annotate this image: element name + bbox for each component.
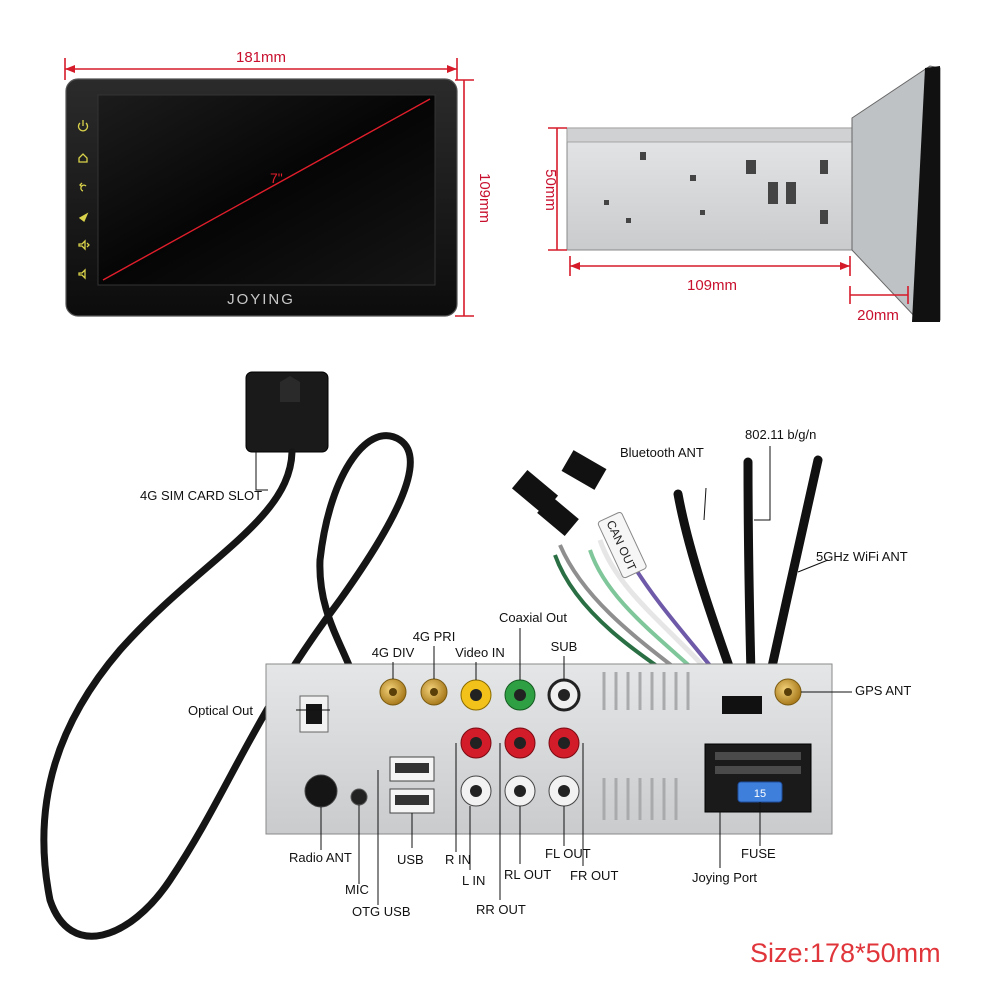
front-view: 181mm 109mm 7" JOYING	[64, 49, 493, 317]
rear-view: CAN OUT	[40, 371, 911, 940]
sim-cable	[40, 432, 414, 940]
side-buttons	[77, 120, 90, 280]
rear-vents	[602, 672, 690, 820]
sim-card-module	[245, 371, 329, 453]
label-fr-out: FR OUT	[570, 868, 618, 883]
front-width-label: 181mm	[236, 49, 286, 66]
rca-fl-out[interactable]	[548, 775, 580, 807]
front-height-label: 109mm	[476, 173, 493, 223]
rca-sub[interactable]	[547, 678, 581, 712]
chassis-holes	[604, 152, 828, 224]
side-depth-dimension: 109mm	[569, 256, 851, 294]
volume-down-icon[interactable]	[78, 268, 86, 280]
home-icon[interactable]	[78, 153, 88, 163]
label-4g-pri: 4G PRI	[413, 629, 456, 644]
rca-r-in[interactable]	[460, 727, 492, 759]
side-view: 50mm 109mm 20mm	[542, 65, 941, 324]
front-height-dimension: 109mm	[455, 79, 493, 317]
label-coaxial-out: Coaxial Out	[499, 610, 567, 625]
rca-coaxial-out[interactable]	[504, 679, 536, 711]
label-sim-card-slot: 4G SIM CARD SLOT	[140, 488, 262, 503]
front-width-dimension: 181mm	[64, 49, 458, 80]
label-fuse: FUSE	[741, 846, 776, 861]
label-video-in: Video IN	[455, 645, 505, 660]
fuse-value: 15	[754, 788, 766, 800]
rear-labels: 4G SIM CARD SLOT Bluetooth ANT 802.11 b/…	[140, 427, 911, 919]
label-radio-ant: Radio ANT	[289, 850, 352, 865]
label-4g-div: 4G DIV	[372, 645, 415, 660]
rca-rl-out[interactable]	[504, 775, 536, 807]
panel-depth-dimension: 20mm	[849, 286, 909, 324]
back-icon[interactable]	[79, 182, 87, 192]
screen-diagonal-label: 7"	[270, 170, 283, 186]
screen-diagonal-line	[102, 98, 431, 281]
chassis-side	[566, 127, 853, 251]
label-joying-port: Joying Port	[692, 870, 757, 885]
label-l-in: L IN	[462, 873, 485, 888]
side-depth-label: 109mm	[687, 277, 737, 294]
label-rr-out: RR OUT	[476, 902, 526, 917]
label-mic: MIC	[345, 882, 369, 897]
label-wifi-bgn: 802.11 b/g/n	[745, 427, 816, 442]
rca-video-in[interactable]	[460, 679, 492, 711]
panel-depth-label: 20mm	[857, 307, 899, 324]
label-otg-usb: OTG USB	[352, 904, 411, 919]
harness-plug	[722, 696, 762, 714]
size-note: Size:178*50mm	[750, 938, 941, 968]
mic-port[interactable]	[350, 788, 368, 806]
rca-fr-out[interactable]	[548, 727, 580, 759]
label-gps-ant: GPS ANT	[855, 683, 911, 698]
label-sub: SUB	[551, 639, 578, 654]
label-bluetooth-ant: Bluetooth ANT	[620, 445, 704, 460]
rca-rr-out[interactable]	[504, 727, 536, 759]
can-out-tag: CAN OUT	[597, 511, 647, 579]
power-icon[interactable]	[77, 120, 89, 132]
radio-ant-port[interactable]	[304, 774, 338, 808]
label-5ghz-wifi-ant: 5GHz WiFi ANT	[816, 549, 908, 564]
label-fl-out: FL OUT	[545, 846, 591, 861]
side-height-dimension: 50mm	[542, 127, 567, 251]
label-r-in: R IN	[445, 852, 471, 867]
rca-l-in[interactable]	[460, 775, 492, 807]
volume-up-icon[interactable]	[78, 239, 90, 251]
screen-edge	[912, 66, 940, 322]
label-rl-out: RL OUT	[504, 867, 551, 882]
label-usb: USB	[397, 852, 424, 867]
navigation-icon[interactable]	[78, 212, 89, 223]
brand-logo: JOYING	[227, 291, 295, 308]
side-height-label: 50mm	[542, 169, 559, 211]
leader-lines	[255, 446, 852, 905]
label-optical-out: Optical Out	[188, 703, 253, 718]
